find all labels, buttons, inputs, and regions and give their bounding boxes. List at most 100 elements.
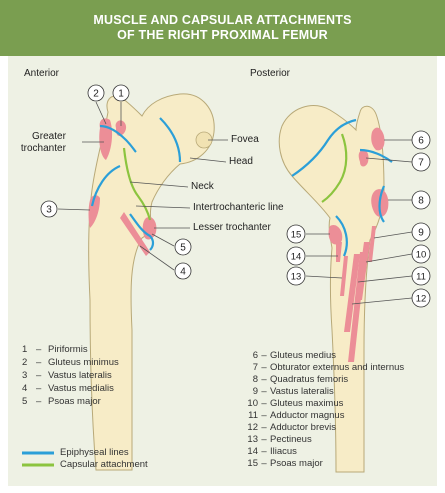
legend-dash: – xyxy=(36,370,48,382)
legend-number: 11 xyxy=(244,410,258,422)
legend-muscle-name: Adductor brevis xyxy=(270,422,336,433)
posterior-legend-item: 12–Adductor brevis xyxy=(244,422,336,434)
legend-muscle-name: Gluteus minimus xyxy=(48,357,119,368)
anterior-legend-item: 3–Vastus lateralis xyxy=(22,370,112,382)
greater-trochanter-label-line-1: Greater xyxy=(30,131,66,143)
posterior-legend-item: 6–Gluteus medius xyxy=(244,350,336,362)
legend-number: 6 xyxy=(244,350,258,362)
svg-text:12: 12 xyxy=(416,294,427,305)
anterior-femur xyxy=(89,94,215,470)
svg-text:5: 5 xyxy=(180,243,186,254)
leader-line-head xyxy=(190,158,226,162)
leader-line-5 xyxy=(152,234,174,246)
legend-dash: – xyxy=(258,398,270,410)
posterior-legend-item: 7–Obturator externus and internus xyxy=(244,362,404,374)
legend-dash: – xyxy=(258,422,270,434)
legend-dash: – xyxy=(258,446,270,458)
callout-3: 3 xyxy=(41,201,57,217)
legend-dash: – xyxy=(36,344,48,356)
callout-1: 1 xyxy=(113,85,129,101)
legend-dash: – xyxy=(258,374,270,386)
legend-number: 8 xyxy=(244,374,258,386)
leader-line-9 xyxy=(374,232,412,238)
svg-text:10: 10 xyxy=(416,250,427,261)
legend-number: 9 xyxy=(244,386,258,398)
svg-text:13: 13 xyxy=(291,272,302,283)
callout-14: 14 xyxy=(287,247,305,265)
legend-number: 12 xyxy=(244,422,258,434)
legend-number: 14 xyxy=(244,446,258,458)
legend-dash: – xyxy=(36,383,48,395)
posterior-legend-item: 9–Vastus lateralis xyxy=(244,386,334,398)
legend-muscle-name: Piriformis xyxy=(48,344,88,355)
anterior-legend-item: 2–Gluteus minimus xyxy=(22,357,119,369)
callout-10: 10 xyxy=(412,245,430,263)
posterior-legend-item: 11–Adductor magnus xyxy=(244,410,344,422)
legend-muscle-name: Gluteus maximus xyxy=(270,398,343,409)
legend-number: 10 xyxy=(244,398,258,410)
svg-text:6: 6 xyxy=(418,136,424,147)
legend-dash: – xyxy=(258,434,270,446)
legend-dash: – xyxy=(258,458,270,470)
legend-muscle-name: Gluteus medius xyxy=(270,350,336,361)
neck-label: Neck xyxy=(191,181,214,193)
callout-5: 5 xyxy=(175,239,191,255)
legend-number: 3 xyxy=(22,370,36,382)
callout-9: 9 xyxy=(412,223,430,241)
callout-8: 8 xyxy=(412,191,430,209)
fovea-label: Fovea xyxy=(231,134,259,146)
callout-4: 4 xyxy=(175,263,191,279)
posterior-legend-item: 8–Quadratus femoris xyxy=(244,374,348,386)
legend-muscle-name: Psoas major xyxy=(48,396,101,407)
svg-text:9: 9 xyxy=(418,228,424,239)
svg-text:4: 4 xyxy=(180,267,186,278)
epiphyseal-key-label: Epiphyseal lines xyxy=(60,447,129,459)
legend-dash: – xyxy=(258,362,270,374)
callout-7: 7 xyxy=(412,153,430,171)
legend-dash: – xyxy=(258,410,270,422)
lesser-trochanter-label: Lesser trochanter xyxy=(193,222,271,234)
legend-number: 5 xyxy=(22,396,36,408)
legend-muscle-name: Quadratus femoris xyxy=(270,374,348,385)
callout-2: 2 xyxy=(88,85,104,101)
posterior-legend-item: 14–Iliacus xyxy=(244,446,297,458)
anterior-legend-item: 4–Vastus medialis xyxy=(22,383,114,395)
callout-15: 15 xyxy=(287,225,305,243)
head-label: Head xyxy=(229,156,253,168)
legend-muscle-name: Vastus medialis xyxy=(48,383,114,394)
anterior-legend-item: 1–Piriformis xyxy=(22,344,88,356)
legend-number: 1 xyxy=(22,344,36,356)
callout-11: 11 xyxy=(412,267,430,285)
legend-muscle-name: Obturator externus and internus xyxy=(270,362,404,373)
legend-muscle-name: Pectineus xyxy=(270,434,312,445)
leader-line-3 xyxy=(58,209,90,210)
posterior-legend-item: 10–Gluteus maximus xyxy=(244,398,343,410)
legend-dash: – xyxy=(258,350,270,362)
svg-text:7: 7 xyxy=(418,158,424,169)
callout-12: 12 xyxy=(412,289,430,307)
legend-muscle-name: Vastus lateralis xyxy=(270,386,334,397)
legend-number: 15 xyxy=(244,458,258,470)
legend-number: 13 xyxy=(244,434,258,446)
greater-trochanter-label-line-2: trochanter xyxy=(16,143,66,155)
svg-text:2: 2 xyxy=(93,89,99,100)
posterior-legend-item: 15–Psoas major xyxy=(244,458,323,470)
callout-13: 13 xyxy=(287,267,305,285)
callout-6: 6 xyxy=(412,131,430,149)
anterior-legend-item: 5–Psoas major xyxy=(22,396,101,408)
greater-trochanter-label: Greater trochanter xyxy=(30,131,66,155)
legend-number: 4 xyxy=(22,383,36,395)
legend-dash: – xyxy=(258,386,270,398)
svg-text:11: 11 xyxy=(416,272,426,283)
legend-muscle-name: Vastus lateralis xyxy=(48,370,112,381)
intertrochanteric-line-label: Intertrochanteric line xyxy=(193,202,284,214)
legend-dash: – xyxy=(36,396,48,408)
posterior-legend-item: 13–Pectineus xyxy=(244,434,312,446)
svg-text:1: 1 xyxy=(118,89,124,100)
legend-dash: – xyxy=(36,357,48,369)
leader-line-4 xyxy=(140,246,174,270)
legend-muscle-name: Adductor magnus xyxy=(270,410,344,421)
leader-line-10 xyxy=(366,254,412,262)
